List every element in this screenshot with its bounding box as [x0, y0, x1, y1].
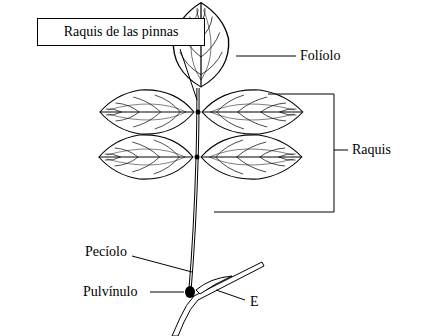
leader-line [150, 292, 184, 293]
leader-line [334, 150, 348, 151]
leader-line [236, 56, 296, 57]
part-label: Folíolo [299, 48, 341, 63]
bracket [214, 94, 334, 212]
leader-line [132, 256, 192, 272]
leader-line [216, 290, 245, 300]
part-label: Pecíolo [84, 244, 128, 259]
leader-line [180, 49, 197, 100]
stipule [196, 276, 232, 294]
label-box: Raquis de las pinnas [37, 18, 205, 46]
part-label: Raquis [351, 142, 392, 157]
pulvinus [185, 286, 195, 298]
part-label: Pulvínulo [82, 284, 138, 299]
stem [172, 262, 264, 336]
box-text: Raquis de las pinnas [64, 24, 179, 40]
part-label: E [249, 294, 260, 309]
